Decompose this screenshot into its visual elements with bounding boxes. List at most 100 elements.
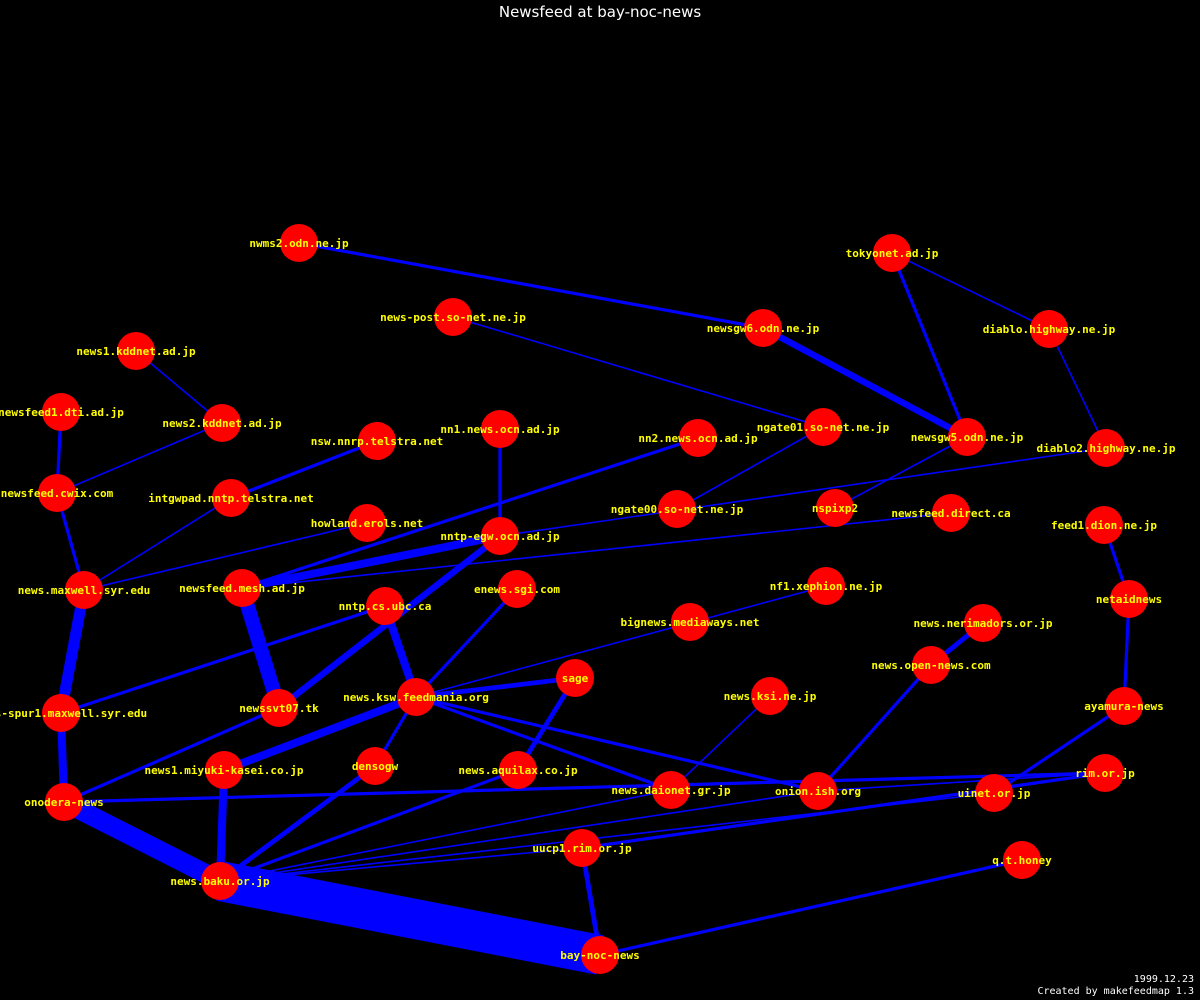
node-daionet[interactable]: [652, 771, 690, 809]
edge-ngate01-ngate00: [676, 426, 824, 510]
node-newsgw5[interactable]: [948, 418, 986, 456]
node-label-nntpegw: nntp-egw.ocn.ad.jp: [440, 530, 560, 543]
node-qthoney[interactable]: [1003, 841, 1041, 879]
node-feed1dion[interactable]: [1085, 506, 1123, 544]
labels-layer: nwms2.odn.ne.jptokyonet.ad.jpnews-post.s…: [0, 237, 1176, 962]
node-sage[interactable]: [556, 659, 594, 697]
node-label-newsgw5: newsgw5.odn.ne.jp: [911, 431, 1024, 444]
node-diablo[interactable]: [1030, 310, 1068, 348]
node-nn2ocn[interactable]: [679, 419, 717, 457]
node-nntpubc[interactable]: [366, 587, 404, 625]
node-label-newssvt07: newssvt07.tk: [239, 702, 319, 715]
node-miyuki[interactable]: [205, 751, 243, 789]
node-onion[interactable]: [799, 772, 837, 810]
node-label-newsfeed1dti: newsfeed1.dti.ad.jp: [0, 406, 124, 419]
node-news1kdd[interactable]: [117, 332, 155, 370]
node-howland[interactable]: [348, 504, 386, 542]
node-label-netaidnews: netaidnews: [1096, 593, 1162, 606]
node-maxwell[interactable]: [65, 571, 103, 609]
node-ngate00[interactable]: [658, 490, 696, 528]
node-nf1[interactable]: [807, 567, 845, 605]
footer-date: 1999.12.23: [1133, 974, 1194, 985]
node-nsw[interactable]: [358, 422, 396, 460]
edge-onion-rim: [817, 772, 1106, 792]
node-aquilax[interactable]: [499, 751, 537, 789]
node-spur1[interactable]: [42, 694, 80, 732]
node-label-baku: news.baku.or.jp: [170, 875, 270, 888]
node-intgwpad[interactable]: [212, 479, 250, 517]
edge-nn2ocn-mesh: [241, 436, 699, 590]
node-label-feedmania: news.ksw.feedmania.org: [343, 691, 489, 704]
node-rim[interactable]: [1086, 754, 1124, 792]
node-newsgw6[interactable]: [744, 309, 782, 347]
edge-tokyonet-newsgw5: [890, 252, 969, 438]
node-bignews[interactable]: [671, 603, 709, 641]
node-direct[interactable]: [932, 494, 970, 532]
edge-nf1-feedmania: [415, 585, 827, 698]
edge-diablo2-nntpegw: [499, 447, 1107, 537]
node-label-cwix: newsfeed.cwix.com: [1, 487, 114, 500]
node-nspixp2[interactable]: [816, 489, 854, 527]
node-news2kdd[interactable]: [203, 404, 241, 442]
node-opennews[interactable]: [912, 646, 950, 684]
node-label-maxwell: news.maxwell.syr.edu: [18, 584, 150, 597]
node-label-ngate00: ngate00.so-net.ne.jp: [611, 503, 744, 516]
node-label-sage: sage: [562, 672, 589, 685]
node-label-densogw: densogw: [352, 760, 399, 773]
node-ngate01[interactable]: [804, 408, 842, 446]
node-newspost[interactable]: [434, 298, 472, 336]
node-densogw[interactable]: [356, 747, 394, 785]
node-onodera[interactable]: [45, 783, 83, 821]
node-ksi[interactable]: [751, 677, 789, 715]
edge-feedmania-daionet: [415, 695, 672, 792]
node-feedmania[interactable]: [397, 678, 435, 716]
node-label-mesh: newsfeed.mesh.ad.jp: [179, 582, 305, 595]
node-enewssgi[interactable]: [498, 570, 536, 608]
node-baynoc[interactable]: [581, 936, 619, 974]
node-nn1ocn[interactable]: [481, 410, 519, 448]
node-nwms2[interactable]: [280, 224, 318, 262]
edge-feedmania-miyuki: [222, 693, 418, 774]
node-cwix[interactable]: [38, 474, 76, 512]
node-label-onodera: onodera-news: [24, 796, 103, 809]
node-newssvt07[interactable]: [260, 689, 298, 727]
node-label-tokyonet: tokyonet.ad.jp: [846, 247, 939, 260]
node-newsfeed1dti[interactable]: [42, 393, 80, 431]
node-label-enewssgi: enews.sgi.com: [474, 583, 560, 596]
node-uucp1rim[interactable]: [563, 829, 601, 867]
node-label-miyuki: news1.miyuki-kasei.co.jp: [145, 764, 304, 777]
node-label-spur1: news-spur1.maxwell.syr.edu: [0, 707, 147, 720]
diagram-title: Newsfeed at bay-noc-news: [498, 3, 702, 21]
node-label-uinet: uinet.or.jp: [958, 787, 1031, 800]
node-label-news1kdd: news1.kddnet.ad.jp: [76, 345, 196, 358]
node-label-qthoney: q.t.honey: [992, 854, 1052, 867]
node-label-newsgw6: newsgw6.odn.ne.jp: [707, 322, 820, 335]
node-uinet[interactable]: [975, 774, 1013, 812]
node-label-nn1ocn: nn1.news.ocn.ad.jp: [440, 423, 560, 436]
node-label-onion: onion.ish.org: [775, 785, 861, 798]
edge-mesh-newssvt07: [235, 585, 286, 711]
edge-feedmania-sage: [415, 675, 576, 700]
edge-opennews-onion: [816, 663, 933, 793]
node-label-daionet: news.daionet.gr.jp: [611, 784, 731, 797]
edge-qthoney-baynoc: [599, 858, 1023, 957]
node-label-direct: newsfeed.direct.ca: [891, 507, 1010, 520]
edge-newspost-ngate01: [452, 316, 824, 428]
nodes-layer: [38, 224, 1148, 974]
node-ayamura[interactable]: [1105, 687, 1143, 725]
node-label-aquilax: news.aquilax.co.jp: [458, 764, 578, 777]
edge-spur1-nntpubc: [60, 604, 386, 715]
node-baku[interactable]: [201, 862, 239, 900]
node-netaidnews[interactable]: [1110, 580, 1148, 618]
node-nntpegw[interactable]: [481, 517, 519, 555]
node-diablo2[interactable]: [1087, 429, 1125, 467]
node-label-nerimadors: news.nerimadors.or.jp: [913, 617, 1052, 630]
node-tokyonet[interactable]: [873, 234, 911, 272]
edge-newssvt07-onodera: [63, 706, 280, 804]
edge-diablo-diablo2: [1048, 328, 1107, 449]
node-mesh[interactable]: [223, 569, 261, 607]
node-nerimadors[interactable]: [964, 604, 1002, 642]
edge-nsw-intgwpad: [230, 439, 378, 500]
edge-feedmania-onion: [415, 695, 819, 793]
